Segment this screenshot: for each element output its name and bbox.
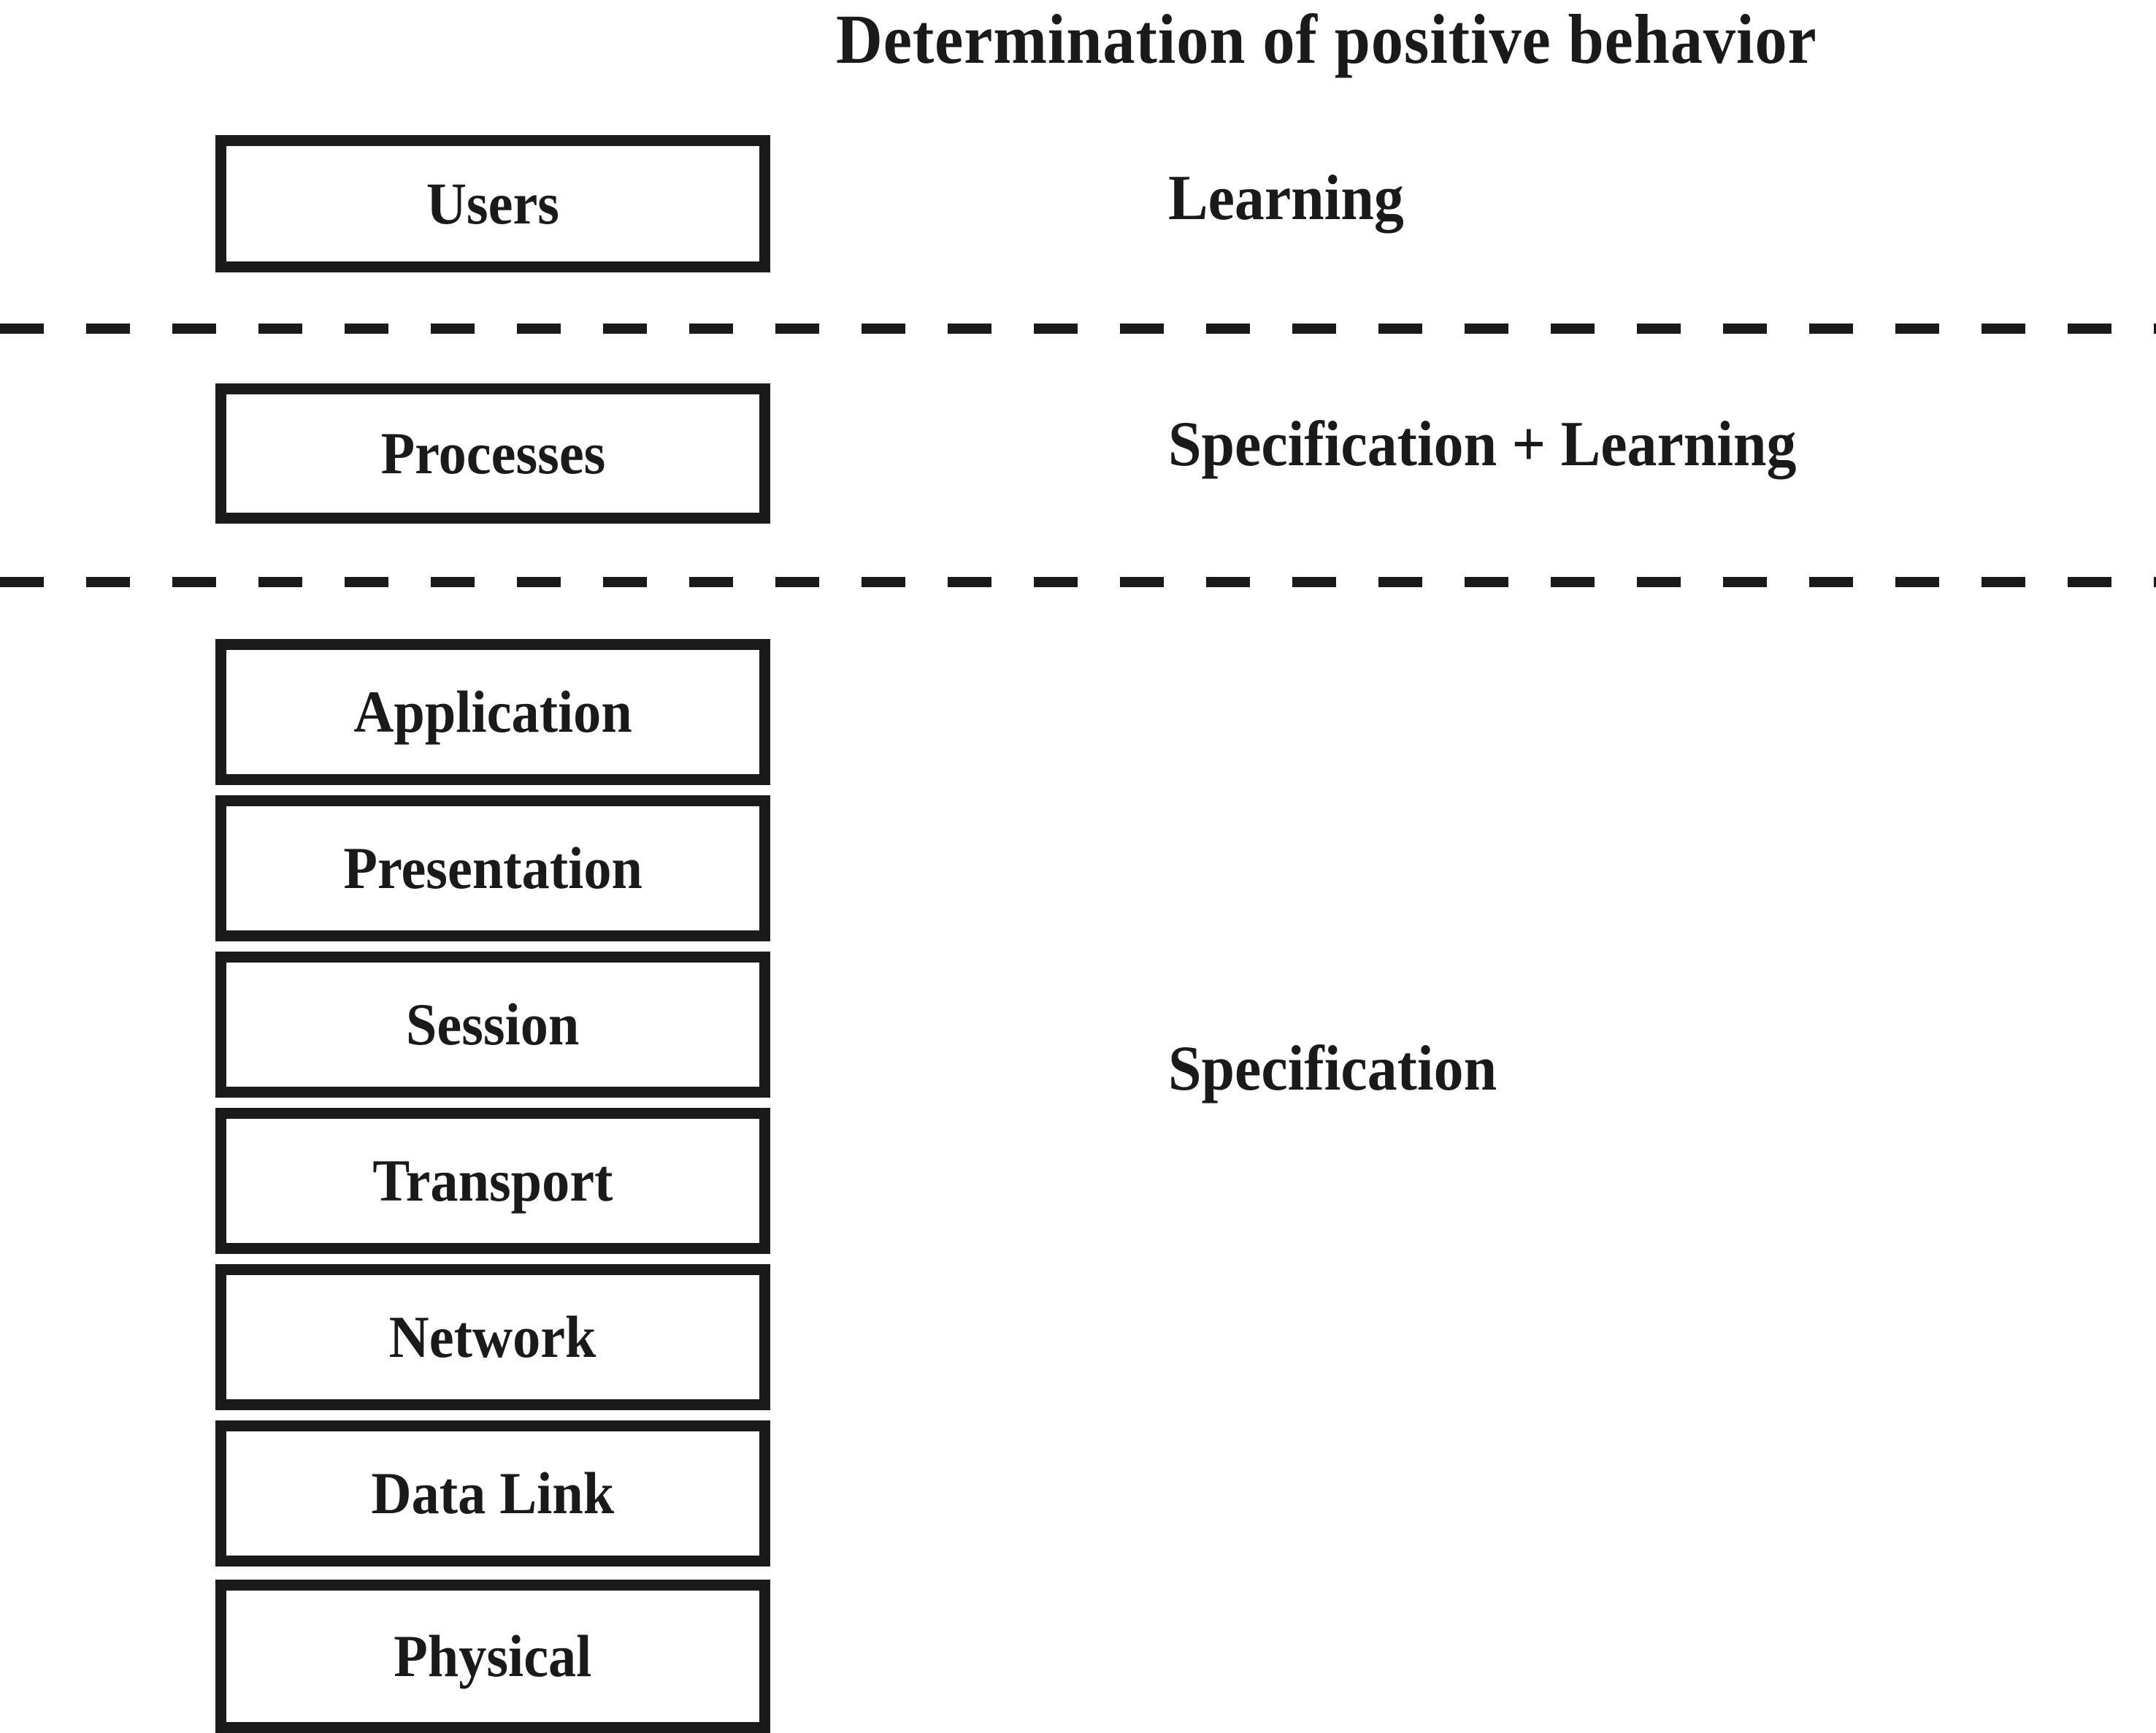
box-processes: Processes bbox=[215, 383, 770, 524]
box-data-link: Data Link bbox=[215, 1420, 770, 1566]
diagram-title: Determination of positive behavior bbox=[836, 0, 1817, 78]
annotation-specification: Specification bbox=[1168, 1033, 1497, 1104]
box-data-link-label: Data Link bbox=[371, 1460, 615, 1526]
box-application: Application bbox=[215, 639, 770, 785]
box-transport: Transport bbox=[215, 1108, 770, 1254]
box-network-label: Network bbox=[389, 1304, 596, 1370]
box-session-label: Session bbox=[406, 991, 580, 1057]
box-users: Users bbox=[215, 135, 770, 272]
annotation-specification-plus-learning: Specification + Learning bbox=[1168, 409, 1797, 480]
box-transport-label: Transport bbox=[372, 1147, 613, 1214]
box-physical-label: Physical bbox=[394, 1623, 592, 1689]
box-users-label: Users bbox=[426, 170, 560, 237]
box-application-label: Application bbox=[353, 678, 632, 745]
box-network: Network bbox=[215, 1264, 770, 1410]
box-physical: Physical bbox=[215, 1580, 770, 1733]
box-session: Session bbox=[215, 952, 770, 1098]
dashed-separator-upper bbox=[0, 324, 2156, 334]
dashed-separator-lower bbox=[0, 577, 2156, 587]
box-presentation-label: Presentation bbox=[343, 835, 642, 901]
box-processes-label: Processes bbox=[380, 420, 605, 486]
box-presentation: Presentation bbox=[215, 795, 770, 941]
annotation-learning: Learning bbox=[1168, 163, 1404, 234]
